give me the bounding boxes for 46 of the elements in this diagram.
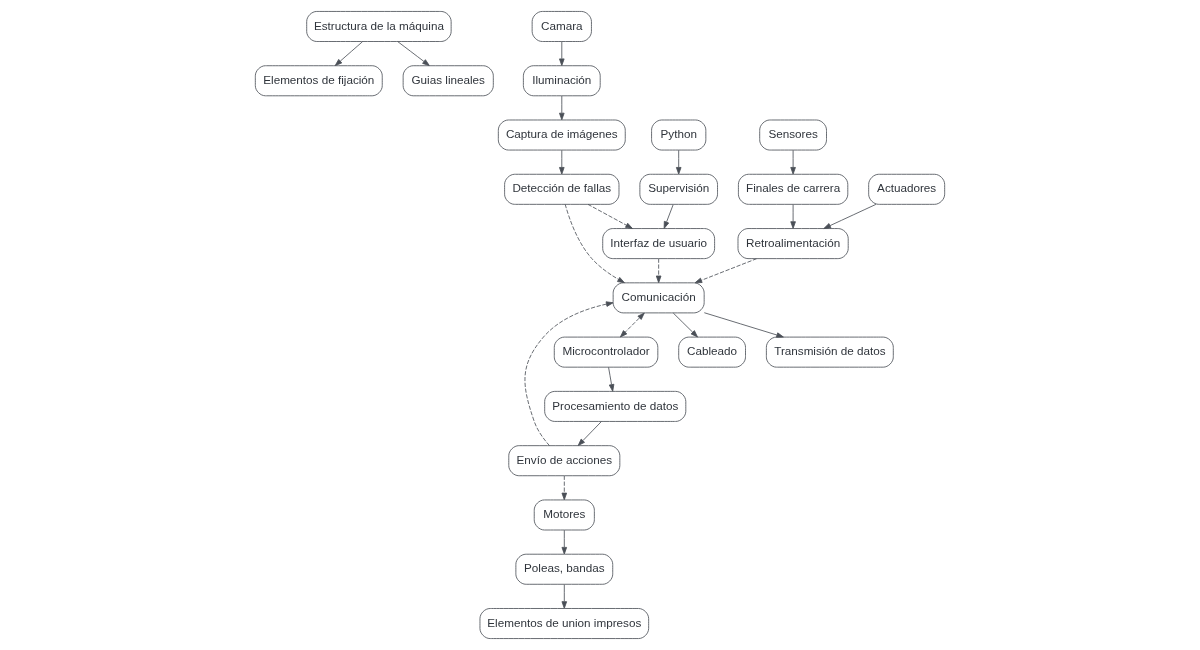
node-box: Iluminación: [522, 65, 601, 97]
node-box: Comunicación: [612, 282, 705, 314]
arrow: [559, 149, 565, 175]
node-box: Motores: [533, 499, 595, 531]
arrow: [675, 149, 682, 175]
node-box: Python: [651, 119, 707, 151]
node-box: Elementos de union impresos: [479, 608, 650, 639]
node-box: Actuadores: [868, 173, 946, 205]
node-box: Envío de acciones: [508, 445, 621, 477]
arrow: [663, 204, 674, 229]
arrow: [561, 529, 568, 555]
arrow: [823, 203, 877, 229]
node-box: Interfaz de usuario: [602, 228, 716, 260]
node-box: Procesamiento de datos: [544, 390, 687, 422]
arrow: [559, 95, 565, 121]
arrow: [564, 204, 625, 284]
arrow: [694, 258, 758, 284]
arrow: [561, 584, 568, 609]
node-box: Retroalimentación: [737, 228, 849, 260]
arrow: [790, 204, 796, 229]
arrow: [559, 41, 565, 66]
node-box: Estructura de la máquina: [306, 11, 452, 42]
node-box: Detección de fallas: [504, 173, 620, 205]
node-box: Supervisión: [639, 173, 718, 205]
arrow: [703, 312, 784, 338]
node-box: Captura de imágenes: [497, 119, 626, 151]
arrow: [608, 366, 615, 392]
arrow: [620, 312, 645, 338]
node-box: Cableado: [678, 336, 746, 368]
node-box: Camara: [531, 11, 592, 42]
node-box: Transmisión de datos: [765, 336, 894, 368]
arrow: [561, 475, 568, 501]
node-box: Microcontrolador: [553, 336, 659, 368]
node-box: Elementos de fijación: [254, 65, 383, 97]
arrow: [790, 149, 796, 175]
arrow: [587, 203, 633, 229]
arrow: [334, 41, 363, 66]
node-box: Guias lineales: [402, 65, 494, 97]
arrow: [672, 312, 698, 338]
node-box: Poleas, bandas: [515, 553, 614, 585]
arrow: [397, 41, 430, 66]
node-box: Finales de carrera: [738, 173, 849, 205]
arrow: [655, 258, 662, 284]
arrow: [524, 301, 614, 446]
node-box: Sensores: [759, 119, 827, 151]
arrow: [577, 421, 602, 446]
